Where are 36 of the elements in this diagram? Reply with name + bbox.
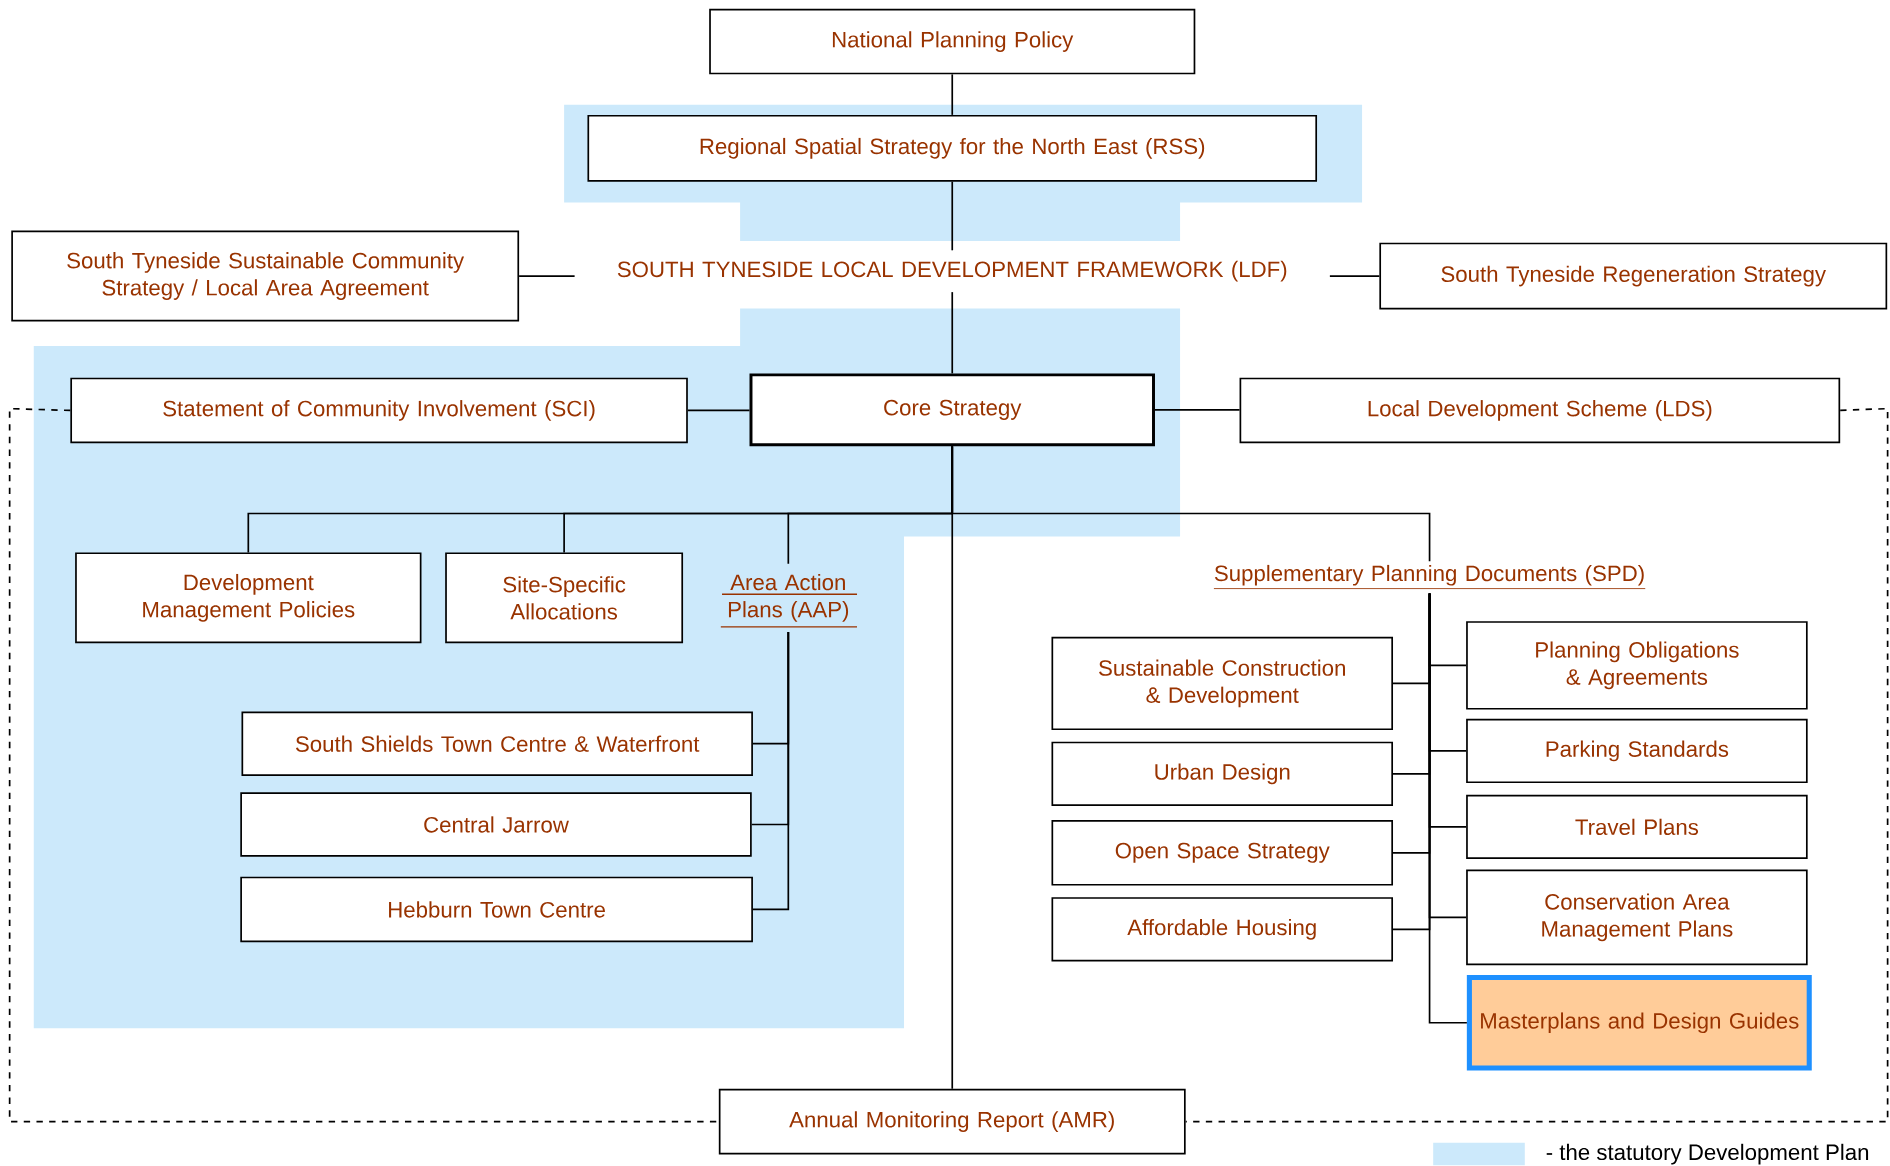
underlined-heading: Area Action Plans (AAP) (728, 574, 849, 622)
connector-line (951, 291, 954, 375)
document-box: Local Development Scheme (LDS) (1239, 377, 1841, 444)
connector-line (518, 275, 576, 278)
connector-line (1154, 409, 1241, 411)
document-box: National Planning Policy (709, 9, 1196, 75)
document-box: Affordable Housing (1051, 897, 1393, 962)
document-box: Statement of Community Involvement (SCI) (70, 377, 688, 444)
document-box: Development Management Policies (75, 552, 422, 644)
underlined-heading: Supplementary Planning Documents (SPD) (1213, 565, 1646, 590)
connector-line (687, 409, 751, 412)
core-strategy-box: Core Strategy (749, 373, 1155, 447)
connector-line (951, 445, 954, 1090)
document-box: South Tyneside Sustainable Community Strategy / Local Area Agreement (11, 230, 520, 322)
connector-line (752, 631, 790, 911)
document-box: South Shields Town Centre & Waterfront (241, 711, 753, 777)
highlighted-box: Masterplans and Design Guides (1466, 975, 1812, 1071)
document-box: Conservation Area Management Plans (1466, 869, 1808, 966)
document-box: Urban Design (1051, 741, 1393, 807)
document-box: Hebburn Town Centre (240, 876, 753, 943)
dashed-connector (1184, 407, 1889, 1123)
connector-line (951, 181, 954, 252)
connector-line (951, 73, 954, 116)
connector-line (1428, 592, 1468, 1024)
connector-line (1329, 275, 1381, 278)
document-box: Planning Obligations & Agreements (1466, 621, 1808, 710)
document-box: Site-Specific Allocations (445, 552, 684, 644)
framework-heading: SOUTH TYNESIDE LOCAL DEVELOPMENT FRAMEWORK (LDF) (617, 261, 1287, 282)
document-box: Travel Plans (1466, 794, 1808, 860)
document-box: Open Space Strategy (1051, 820, 1393, 886)
document-box: Central Jarrow (240, 792, 752, 857)
document-box: Sustainable Construction & Development (1051, 637, 1393, 731)
document-box: Annual Monitoring Report (AMR) (718, 1089, 1186, 1155)
document-box: South Tyneside Regeneration Strategy (1379, 242, 1888, 310)
document-box: Parking Standards (1466, 718, 1808, 784)
legend-label: - the statutory Development Plan (1546, 1144, 1869, 1165)
